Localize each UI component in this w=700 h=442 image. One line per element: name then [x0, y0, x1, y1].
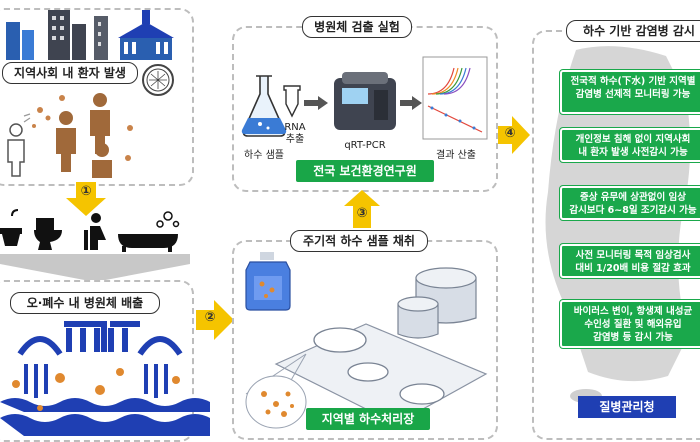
rna-label: RNA 추출 [280, 122, 310, 146]
benefit-box-1: 전국적 하수(下水) 기반 지역별 감염병 선제적 모니터링 가능 [559, 69, 700, 115]
surveillance-title: 하수 기반 감염병 감시 [566, 20, 700, 42]
benefit-box-3: 증상 유무에 상관없이 임상 감시보다 6~8일 조기감시 가능 [559, 185, 700, 221]
arrow-down-icon [66, 182, 106, 216]
benefit-3-line1: 증상 유무에 상관없이 임상 [579, 192, 687, 203]
benefit-5-line3: 감염병 등 감시 가능 [593, 332, 673, 343]
benefit-box-4: 사전 모니터링 목적 임상검사 대비 1/20배 비용 절감 효과 [559, 243, 700, 279]
arrow-small-icon [304, 96, 328, 110]
sewage-water-icon [0, 321, 210, 436]
institute-bar: 전국 보건환경연구원 [296, 160, 434, 182]
benefit-2-line2: 내 환자 발생 사전감시 가능 [578, 147, 688, 158]
benefit-box-5: 바이러스 변이, 항생제 내성균 수인성 질환 및 해외유입 감염병 등 감시 … [559, 299, 700, 349]
step-1-number: ① [80, 184, 92, 199]
benefit-1-line2: 감염병 선제적 모니터링 가능 [575, 89, 691, 100]
sample-label: 하수 샘플 [244, 150, 284, 161]
agency-bar: 질병관리청 [578, 396, 676, 418]
lab-title: 병원체 검출 실험 [302, 16, 412, 38]
step-2-number: ② [204, 310, 216, 325]
arrow-up-icon [344, 190, 380, 228]
sample-jug-icon [245, 252, 291, 311]
tube-icon [283, 85, 301, 118]
bathroom-fixtures-icon [0, 209, 180, 252]
arrow-down-gray-icon [0, 254, 190, 282]
benefit-5-line2: 수인성 질환 및 해외유입 [584, 319, 682, 330]
benefit-1-line1: 전국적 하수(下水) 기반 지역별 [570, 76, 696, 87]
arrow-small-icon-2 [400, 96, 422, 110]
flask-icon [241, 75, 287, 137]
arrow-right-icon [196, 300, 234, 340]
benefit-box-2: 개인정보 침해 없이 지역사회 내 환자 발생 사전감시 가능 [559, 127, 700, 163]
discharge-label: 오·폐수 내 병원체 배출 [10, 292, 160, 314]
step-4-number: ④ [504, 126, 516, 141]
city-buildings-icon [6, 10, 174, 60]
benefit-4-line2: 대비 1/20배 비용 절감 효과 [575, 263, 691, 274]
benefit-3-line2: 감시보다 6~8일 조기감시 가능 [569, 205, 697, 216]
plant-bar: 지역별 하수처리장 [306, 408, 430, 430]
manhole-icon [142, 64, 174, 96]
rna-line2: 추출 [285, 134, 305, 145]
result-label: 결과 산출 [436, 150, 476, 161]
rna-line1: RNA [284, 122, 306, 133]
plant-title: 주기적 하수 샘플 채취 [290, 230, 428, 252]
pcr-label: qRT-PCR [344, 140, 386, 151]
result-graph-icon [422, 56, 488, 140]
community-label: 지역사회 내 환자 발생 [2, 62, 138, 84]
benefit-2-line1: 개인정보 침해 없이 지역사회 [575, 134, 691, 145]
patients-icon [7, 93, 133, 178]
treatment-plant-icon [245, 267, 488, 429]
pcr-machine-icon [334, 72, 396, 130]
arrow-right-icon-2 [498, 116, 530, 154]
benefit-4-line1: 사전 모니터링 목적 임상검사 [575, 250, 691, 261]
benefit-5-line1: 바이러스 변이, 항생제 내성균 [573, 306, 693, 317]
step-3-number: ③ [356, 206, 368, 221]
